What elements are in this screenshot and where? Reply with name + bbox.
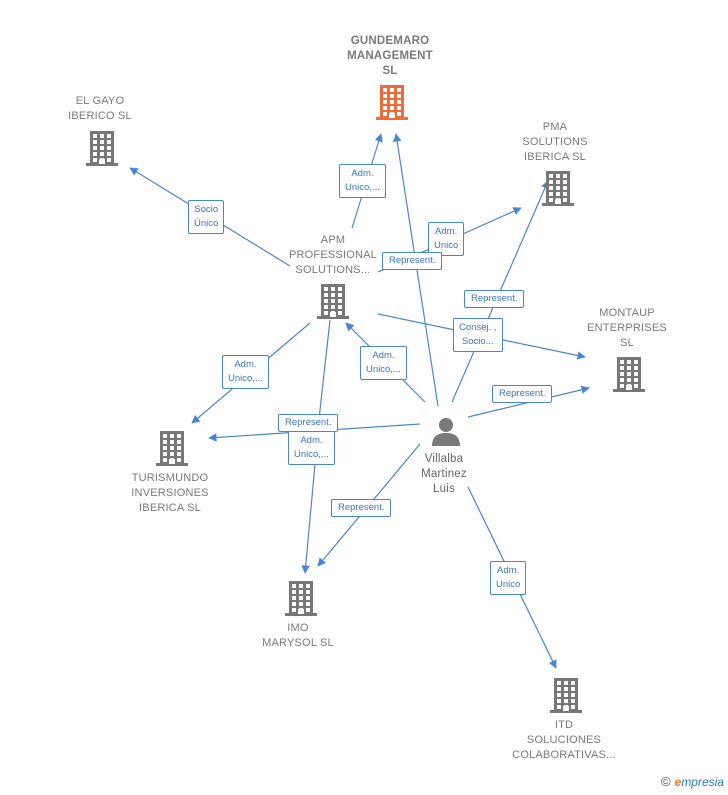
edge-villalba-gundemaro <box>393 133 439 407</box>
brand-logo-e: e <box>674 775 682 789</box>
edge-label-apm-montaup: Consej. , Socio... <box>453 318 503 352</box>
node-label-gundemaro[interactable]: GUNDEMARO MANAGEMENT SL <box>347 35 433 77</box>
edge-apm-imo <box>301 319 331 574</box>
edge-label-villalba-imo: Represent. <box>331 499 392 517</box>
node-label-montaup[interactable]: MONTAUP ENTERPRISES SL <box>587 307 667 349</box>
footer-brand: ©empresia <box>661 774 724 789</box>
building-icon[interactable] <box>316 283 350 319</box>
building-icon[interactable] <box>284 580 318 616</box>
node-label-pma[interactable]: PMA SOLUTIONS IBERICA SL <box>522 121 588 163</box>
building-icon[interactable] <box>85 130 119 166</box>
edge-label-villalba-turismundo: Represent. <box>278 414 339 432</box>
edge-label-villalba-gundemaro: Represent. <box>382 252 443 270</box>
node-label-apm[interactable]: APM PROFESSIONAL SOLUTIONS... <box>289 234 377 276</box>
edge-label-villalba-montaup: Represent. <box>492 385 553 403</box>
node-label-itd[interactable]: ITD SOLUCIONES COLABORATIVAS... <box>512 719 616 761</box>
building-icon[interactable] <box>155 430 189 466</box>
edge-label-apm-gundemaro: Adm. Unico,... <box>339 164 386 198</box>
person-icon[interactable] <box>430 415 462 447</box>
building-icon[interactable] <box>549 677 583 713</box>
node-label-elgayo[interactable]: EL GAYO IBERICO SL <box>68 95 132 122</box>
node-label-turismundo[interactable]: TURISMUNDO INVERSIONES IBERICA SL <box>131 472 209 514</box>
edge-label-villalba-pma: Represent. <box>464 290 525 308</box>
building-icon[interactable] <box>375 84 409 120</box>
edge-label-villalba-itd: Adm. Unico <box>490 561 527 595</box>
edge-label-apm-pma: Adm. Unico <box>428 222 465 256</box>
edge-label-apm-turismundo: Adm. Unico,... <box>222 355 269 389</box>
edge-label-apm-imo: Adm. Unico,... <box>288 431 335 465</box>
brand-name: mpresia <box>681 775 724 789</box>
building-icon[interactable] <box>541 170 575 206</box>
node-label-villalba[interactable]: Villalba Martinez Luis <box>421 453 467 495</box>
node-label-imo[interactable]: IMO MARYSOL SL <box>262 622 334 649</box>
building-icon[interactable] <box>612 356 646 392</box>
edge-label-villalba-apm: Adm. Unico,... <box>360 346 407 380</box>
copyright-symbol: © <box>661 774 671 789</box>
edge-label-apm-elgayo: Socio Único <box>188 200 225 234</box>
